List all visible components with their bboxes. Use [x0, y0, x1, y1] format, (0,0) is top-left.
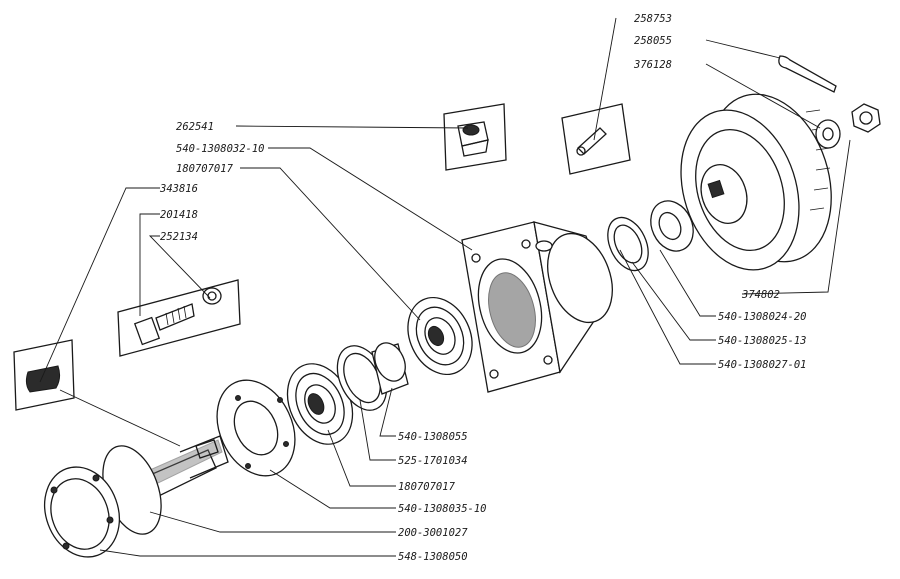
label-201418: 201418	[160, 209, 198, 221]
label-540-1308027-01: 540-1308027-01	[718, 359, 807, 371]
label-252134: 252134	[160, 231, 198, 243]
label-540-1308025-13: 540-1308025-13	[718, 335, 807, 347]
inset-pin	[561, 103, 631, 175]
label-376128: 376128	[633, 59, 672, 71]
callout-labels: 258753 258055 376128 262541 540-1308032-…	[159, 13, 807, 563]
leader-lines	[39, 17, 851, 557]
label-200-3001027: 200-3001027	[398, 527, 468, 539]
label-540-1308055: 540-1308055	[398, 431, 468, 443]
label-258055: 258055	[634, 35, 672, 47]
inset-bolt-washer	[117, 279, 241, 357]
castle-nut	[851, 103, 881, 133]
label-540-1308035-10: 540-1308035-10	[398, 503, 487, 515]
flange-shaft	[44, 435, 229, 558]
label-343816: 343816	[159, 183, 198, 195]
seal-ring	[607, 216, 649, 272]
pulley	[680, 93, 832, 271]
inset-plug	[443, 103, 507, 171]
cotter-pin	[778, 55, 837, 93]
label-540-1308032-10: 540-1308032-10	[176, 143, 265, 155]
label-258753: 258753	[634, 13, 672, 25]
inset-key	[13, 339, 75, 411]
label-262541: 262541	[176, 121, 214, 133]
label-374802: 374802	[741, 289, 780, 301]
label-548-1308050: 548-1308050	[398, 551, 468, 563]
label-180707017-bottom: 180707017	[398, 481, 456, 493]
bearing-housing	[461, 221, 613, 393]
label-540-1308024-20: 540-1308024-20	[718, 311, 807, 323]
flange-plate	[216, 379, 296, 477]
label-525-1701034: 525-1701034	[398, 455, 468, 467]
washer	[815, 119, 841, 149]
label-180707017-top: 180707017	[176, 163, 234, 175]
bearing-lower	[286, 363, 354, 445]
bearing-upper	[407, 296, 473, 376]
ring-and-bushing	[336, 342, 409, 411]
